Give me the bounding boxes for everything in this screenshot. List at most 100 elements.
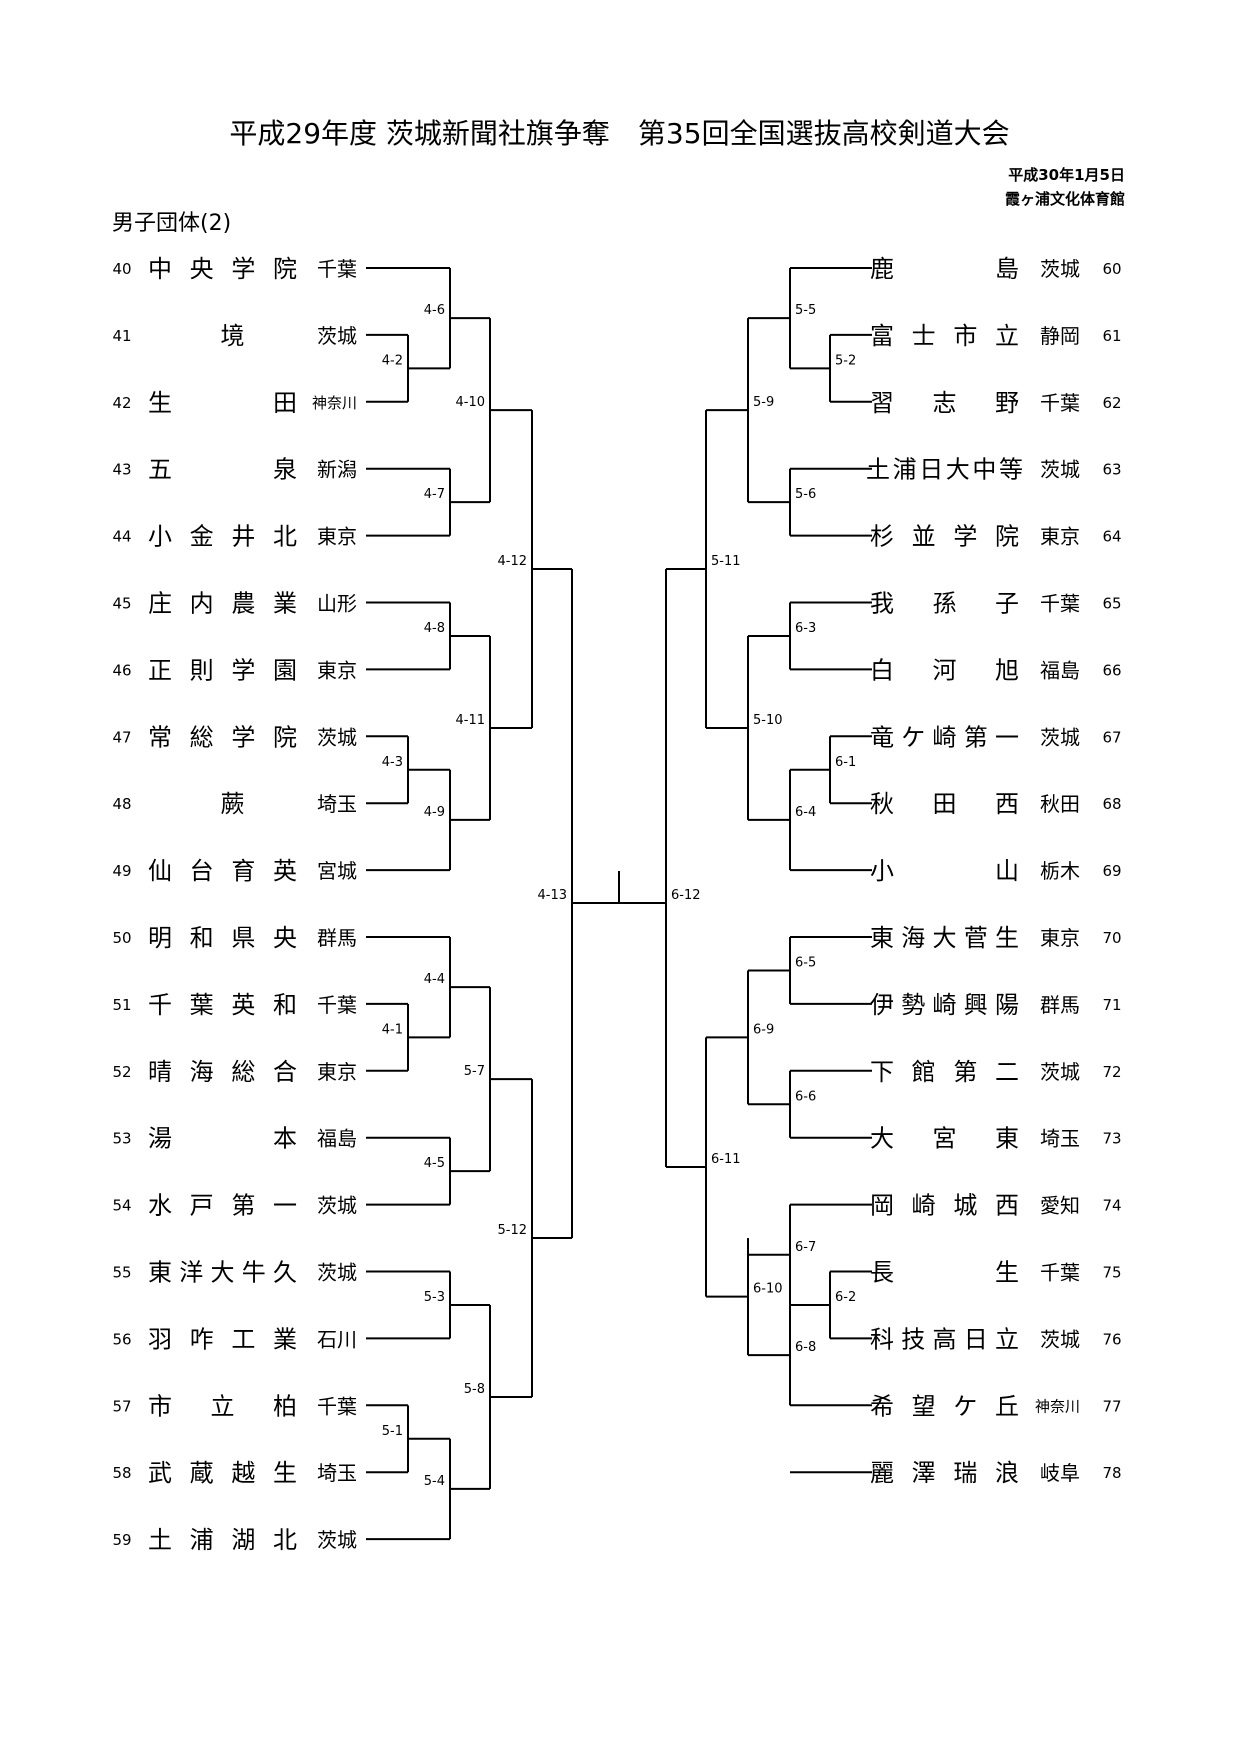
team-number: 73 xyxy=(1102,1130,1121,1148)
match-label: 4-4 xyxy=(424,972,445,987)
team-number: 56 xyxy=(112,1330,131,1348)
match-label: 5-4 xyxy=(424,1474,445,1489)
team-number: 61 xyxy=(1102,327,1121,345)
tournament-date: 平成30年1月5日 xyxy=(1008,166,1125,184)
school-name-char: 葉 xyxy=(190,991,214,1019)
school-name-char: 勢 xyxy=(901,991,925,1019)
school-name-char: 崎 xyxy=(933,723,957,751)
team-number: 66 xyxy=(1102,661,1121,679)
match-label: 4-6 xyxy=(424,303,445,318)
school-name-char: 技 xyxy=(901,1325,925,1353)
match-label: 6-6 xyxy=(795,1089,816,1104)
school-name-char: 日 xyxy=(964,1325,988,1353)
match-label: 6-8 xyxy=(795,1340,816,1355)
school-name-char: 立 xyxy=(211,1392,235,1420)
team-prefecture: 静岡 xyxy=(1040,324,1080,348)
team-prefecture: 千葉 xyxy=(1040,391,1080,415)
school-name-char: 生 xyxy=(148,389,172,417)
school-name-char: 東 xyxy=(148,1259,172,1287)
team-prefecture: 千葉 xyxy=(317,993,357,1017)
match-label: 5-9 xyxy=(753,395,774,410)
match-label: 6-9 xyxy=(753,1022,774,1037)
match-label: 4-7 xyxy=(424,487,445,502)
school-name-char: 日 xyxy=(919,456,943,484)
team-prefecture: 神奈川 xyxy=(312,394,357,412)
school-name-char: 和 xyxy=(273,991,297,1019)
match-label: 4-3 xyxy=(382,755,403,770)
school-name-char: 中 xyxy=(972,456,996,484)
team-prefecture: 山形 xyxy=(317,592,357,616)
team-prefecture: 茨城 xyxy=(1040,257,1080,281)
school-name-char: 杉 xyxy=(870,523,894,551)
school-name-char: 英 xyxy=(273,857,297,885)
school-name-char: 蔵 xyxy=(190,1459,214,1487)
school-name-char: 浪 xyxy=(995,1459,1019,1487)
match-label: 5-7 xyxy=(464,1064,485,1079)
school-name-char: 志 xyxy=(933,389,957,417)
school-name-char: 武 xyxy=(148,1459,172,1487)
school-name-char: 総 xyxy=(231,1058,255,1086)
school-name-char: 常 xyxy=(148,723,172,751)
school-name-char: 生 xyxy=(995,1259,1019,1287)
team-prefecture: 福島 xyxy=(1040,658,1080,682)
school-name-char: 金 xyxy=(190,523,214,551)
school-name-char: 生 xyxy=(995,924,1019,952)
school-name-char: 央 xyxy=(190,255,214,283)
team-prefecture: 千葉 xyxy=(317,1394,357,1418)
school-name-char: 県 xyxy=(231,924,255,952)
school-name-char: 院 xyxy=(273,255,297,283)
tournament-venue: 霞ヶ浦文化体育館 xyxy=(1004,190,1125,208)
team-prefecture: 茨城 xyxy=(1040,1327,1080,1351)
match-label: 5-8 xyxy=(464,1382,485,1397)
team-number: 50 xyxy=(112,929,131,947)
school-name-char: 合 xyxy=(273,1058,297,1086)
school-name-char: 我 xyxy=(870,590,894,618)
school-name-char: 瑞 xyxy=(953,1459,977,1487)
team-number: 68 xyxy=(1102,795,1121,813)
school-name-char: 中 xyxy=(148,255,172,283)
team-prefecture: 秋田 xyxy=(1040,792,1080,816)
school-name-char: 田 xyxy=(933,790,957,818)
team-number: 41 xyxy=(112,327,131,345)
school-name-char: 東 xyxy=(870,924,894,952)
match-label: 4-9 xyxy=(424,805,445,820)
team-number: 77 xyxy=(1102,1397,1121,1415)
team-number: 47 xyxy=(112,728,131,746)
school-name-char: 下 xyxy=(870,1058,894,1086)
team-prefecture: 東京 xyxy=(317,658,357,682)
page-title: 平成29年度 茨城新聞社旗争奪 第35回全国選抜高校剣道大会 xyxy=(229,117,1010,150)
school-name-char: 井 xyxy=(231,523,255,551)
match-label: 5-12 xyxy=(497,1223,527,1238)
school-name-char: 北 xyxy=(273,523,297,551)
school-name-char: 大 xyxy=(211,1259,235,1287)
team-prefecture: 埼玉 xyxy=(317,1461,357,1485)
team-number: 67 xyxy=(1102,728,1121,746)
team-prefecture: 福島 xyxy=(317,1127,357,1151)
school-name-char: 久 xyxy=(273,1259,297,1287)
school-name-char: 正 xyxy=(148,656,172,684)
school-name-char: 第 xyxy=(953,1058,977,1086)
school-name-char: 戸 xyxy=(190,1192,214,1220)
match-label: 4-5 xyxy=(424,1156,445,1171)
school-name-char: 第 xyxy=(231,1192,255,1220)
school-name-char: 立 xyxy=(995,322,1019,350)
school-name-char: 英 xyxy=(231,991,255,1019)
school-name-char: 秋 xyxy=(870,790,894,818)
school-name-char: ケ xyxy=(953,1392,977,1420)
school-name-char: 内 xyxy=(190,590,214,618)
school-name-char: 羽 xyxy=(148,1325,172,1353)
school-name-char: 明 xyxy=(148,924,172,952)
school-name-char: 浦 xyxy=(190,1526,214,1554)
school-name-char: 白 xyxy=(870,656,894,684)
school-name-char: 野 xyxy=(995,389,1019,417)
match-label: 5-2 xyxy=(835,353,856,368)
team-prefecture: 茨城 xyxy=(317,1528,357,1552)
team-number: 72 xyxy=(1102,1063,1121,1081)
school-name-char: 晴 xyxy=(148,1058,172,1086)
school-name-char: 五 xyxy=(148,456,172,484)
match-label: 5-11 xyxy=(711,554,741,569)
team-number: 55 xyxy=(112,1264,131,1282)
team-prefecture: 埼玉 xyxy=(1040,1127,1080,1151)
match-label: 4-2 xyxy=(382,353,403,368)
